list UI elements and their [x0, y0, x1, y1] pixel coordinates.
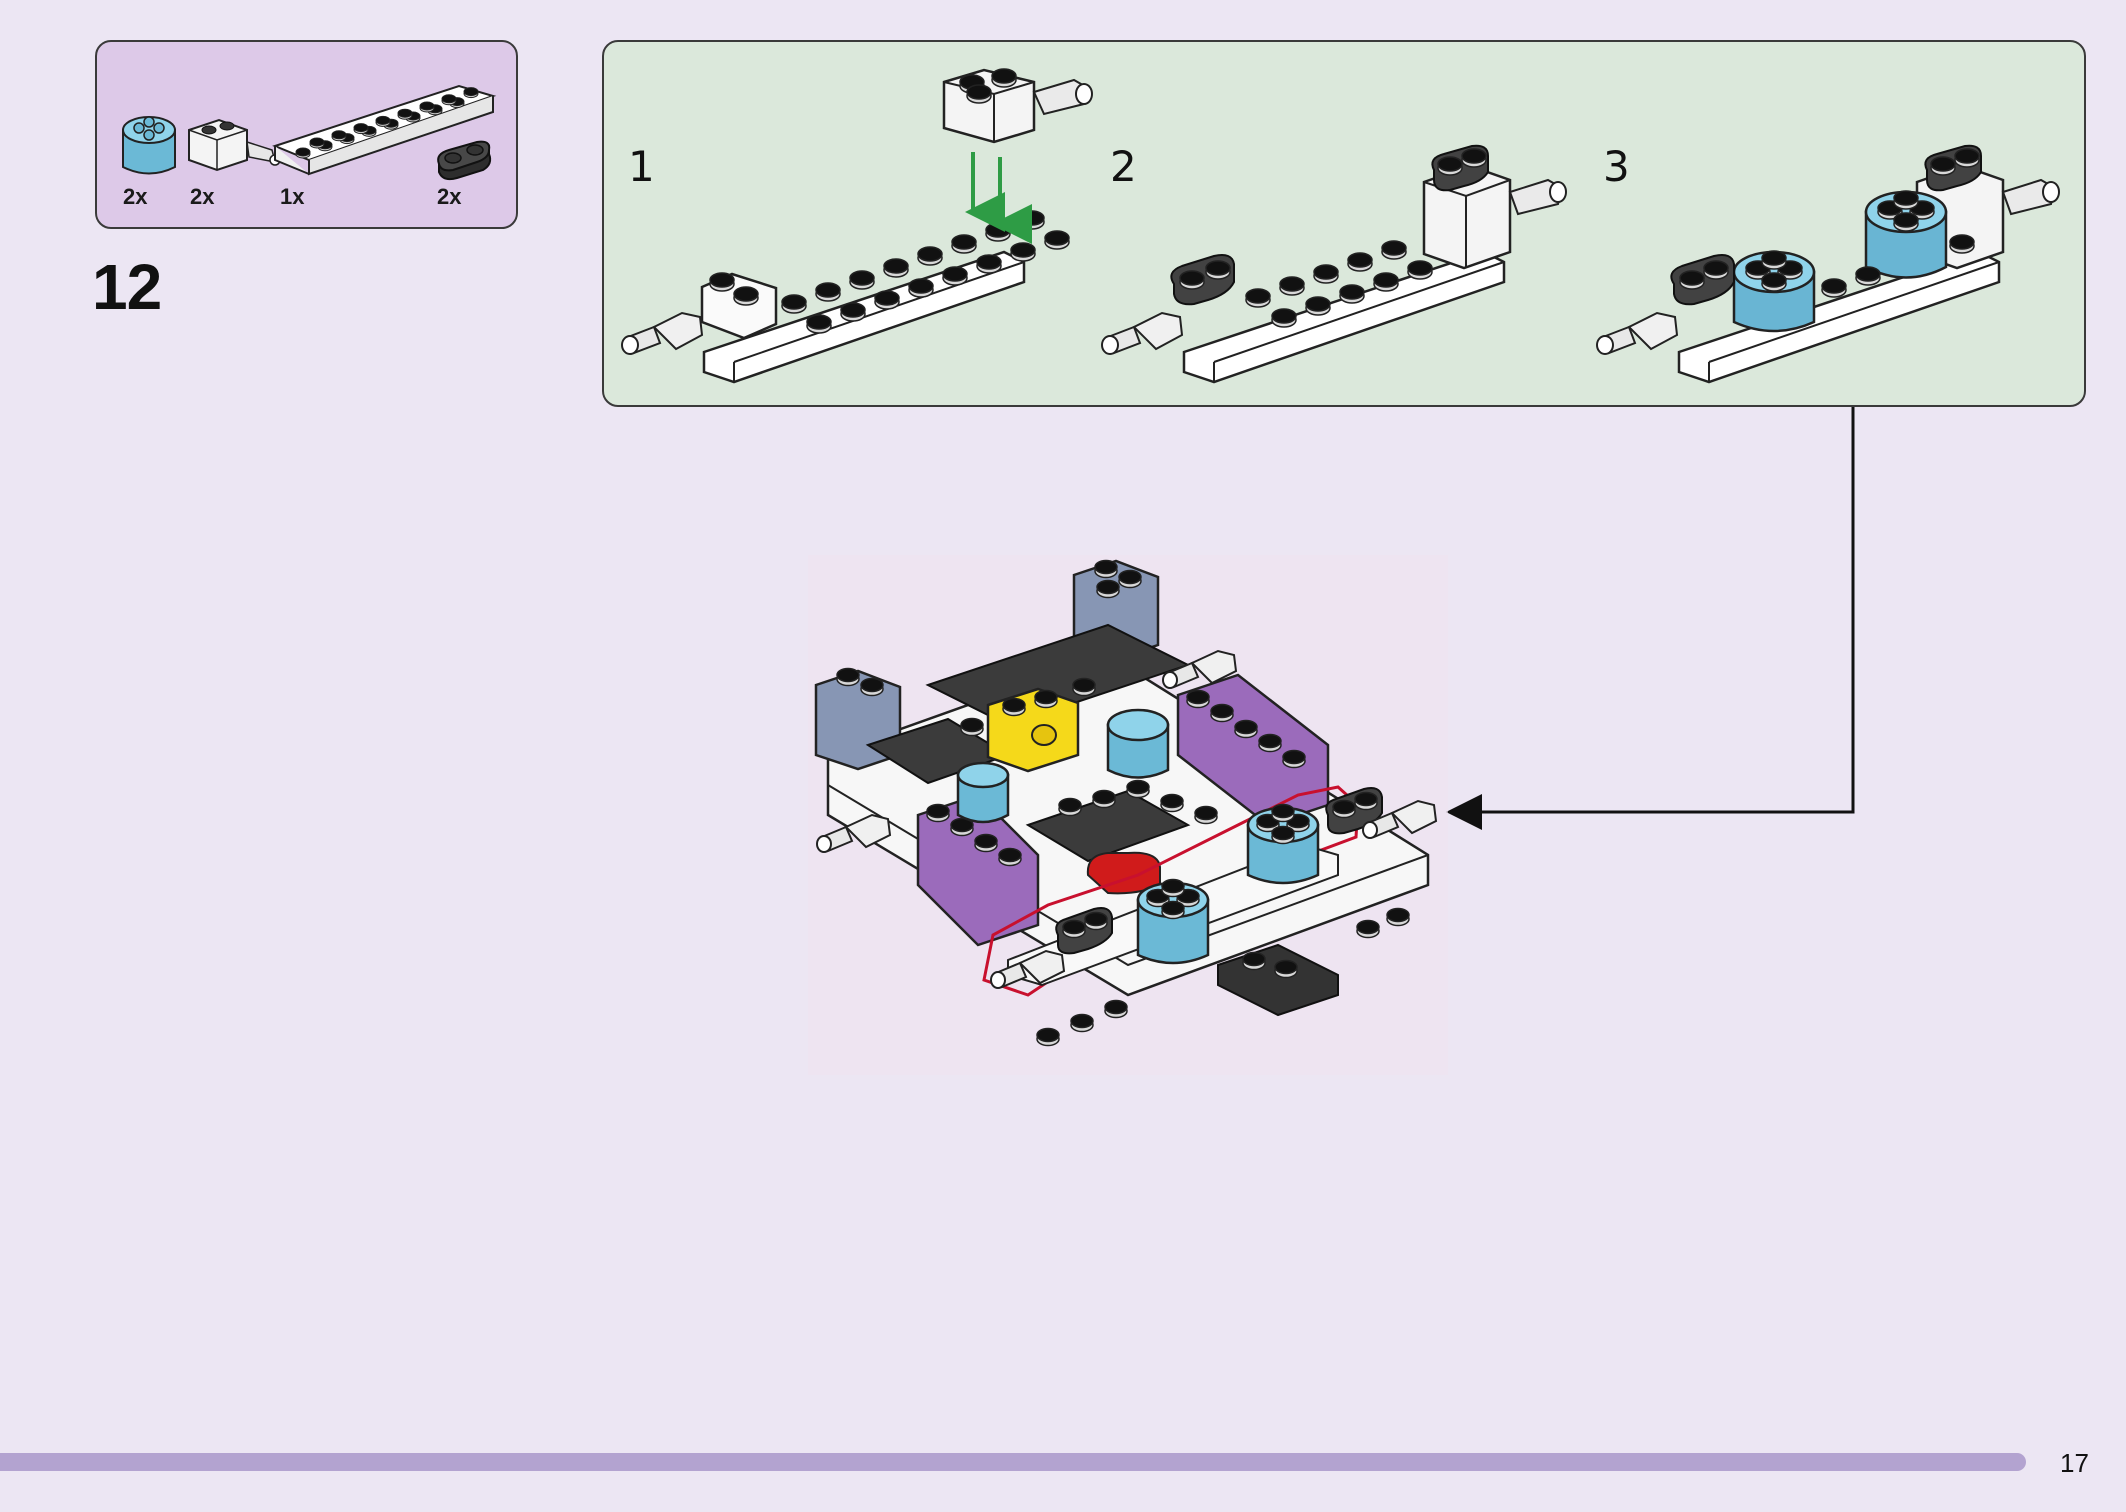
parts-illustration [122, 84, 497, 181]
substep-1-illustration [621, 68, 1093, 384]
plate-studs [295, 87, 479, 159]
plate-stud [295, 147, 311, 157]
part-qty-plate: 1x [280, 184, 305, 209]
substep-label-1: 1 [628, 142, 655, 191]
substep-label-3: 3 [1603, 142, 1630, 191]
plate-stud [397, 108, 413, 118]
round-plate-1x2-icon [437, 140, 492, 181]
round-brick-icon [122, 116, 176, 175]
main-model-illustration [808, 555, 1448, 1075]
plate-stud [375, 115, 391, 125]
technic-brick-icon [188, 118, 281, 172]
sub-assembly-illustrations [621, 68, 2060, 384]
parts-callout: 2x 2x 1x 2x [95, 40, 518, 229]
sub-assembly-panel: 1 2 3 [602, 40, 2086, 407]
plate-stud [353, 123, 369, 133]
substep-label-2: 2 [1110, 142, 1137, 191]
part-qty-round-plate: 2x [437, 184, 462, 209]
plate-stud [463, 87, 479, 97]
page-progress-bar [0, 1453, 2026, 1471]
substep-3-illustration [1596, 144, 2060, 384]
step-number: 12 [92, 251, 162, 323]
page-number: 17 [2060, 1448, 2089, 1478]
plate-stud [419, 101, 435, 111]
plate-stud [331, 130, 347, 140]
substep-2-illustration [1101, 144, 1567, 384]
part-qty-round-brick: 2x [123, 184, 148, 209]
part-qty-technic-brick: 2x [190, 184, 215, 209]
plate-stud [309, 137, 325, 147]
plate-stud [441, 94, 457, 104]
